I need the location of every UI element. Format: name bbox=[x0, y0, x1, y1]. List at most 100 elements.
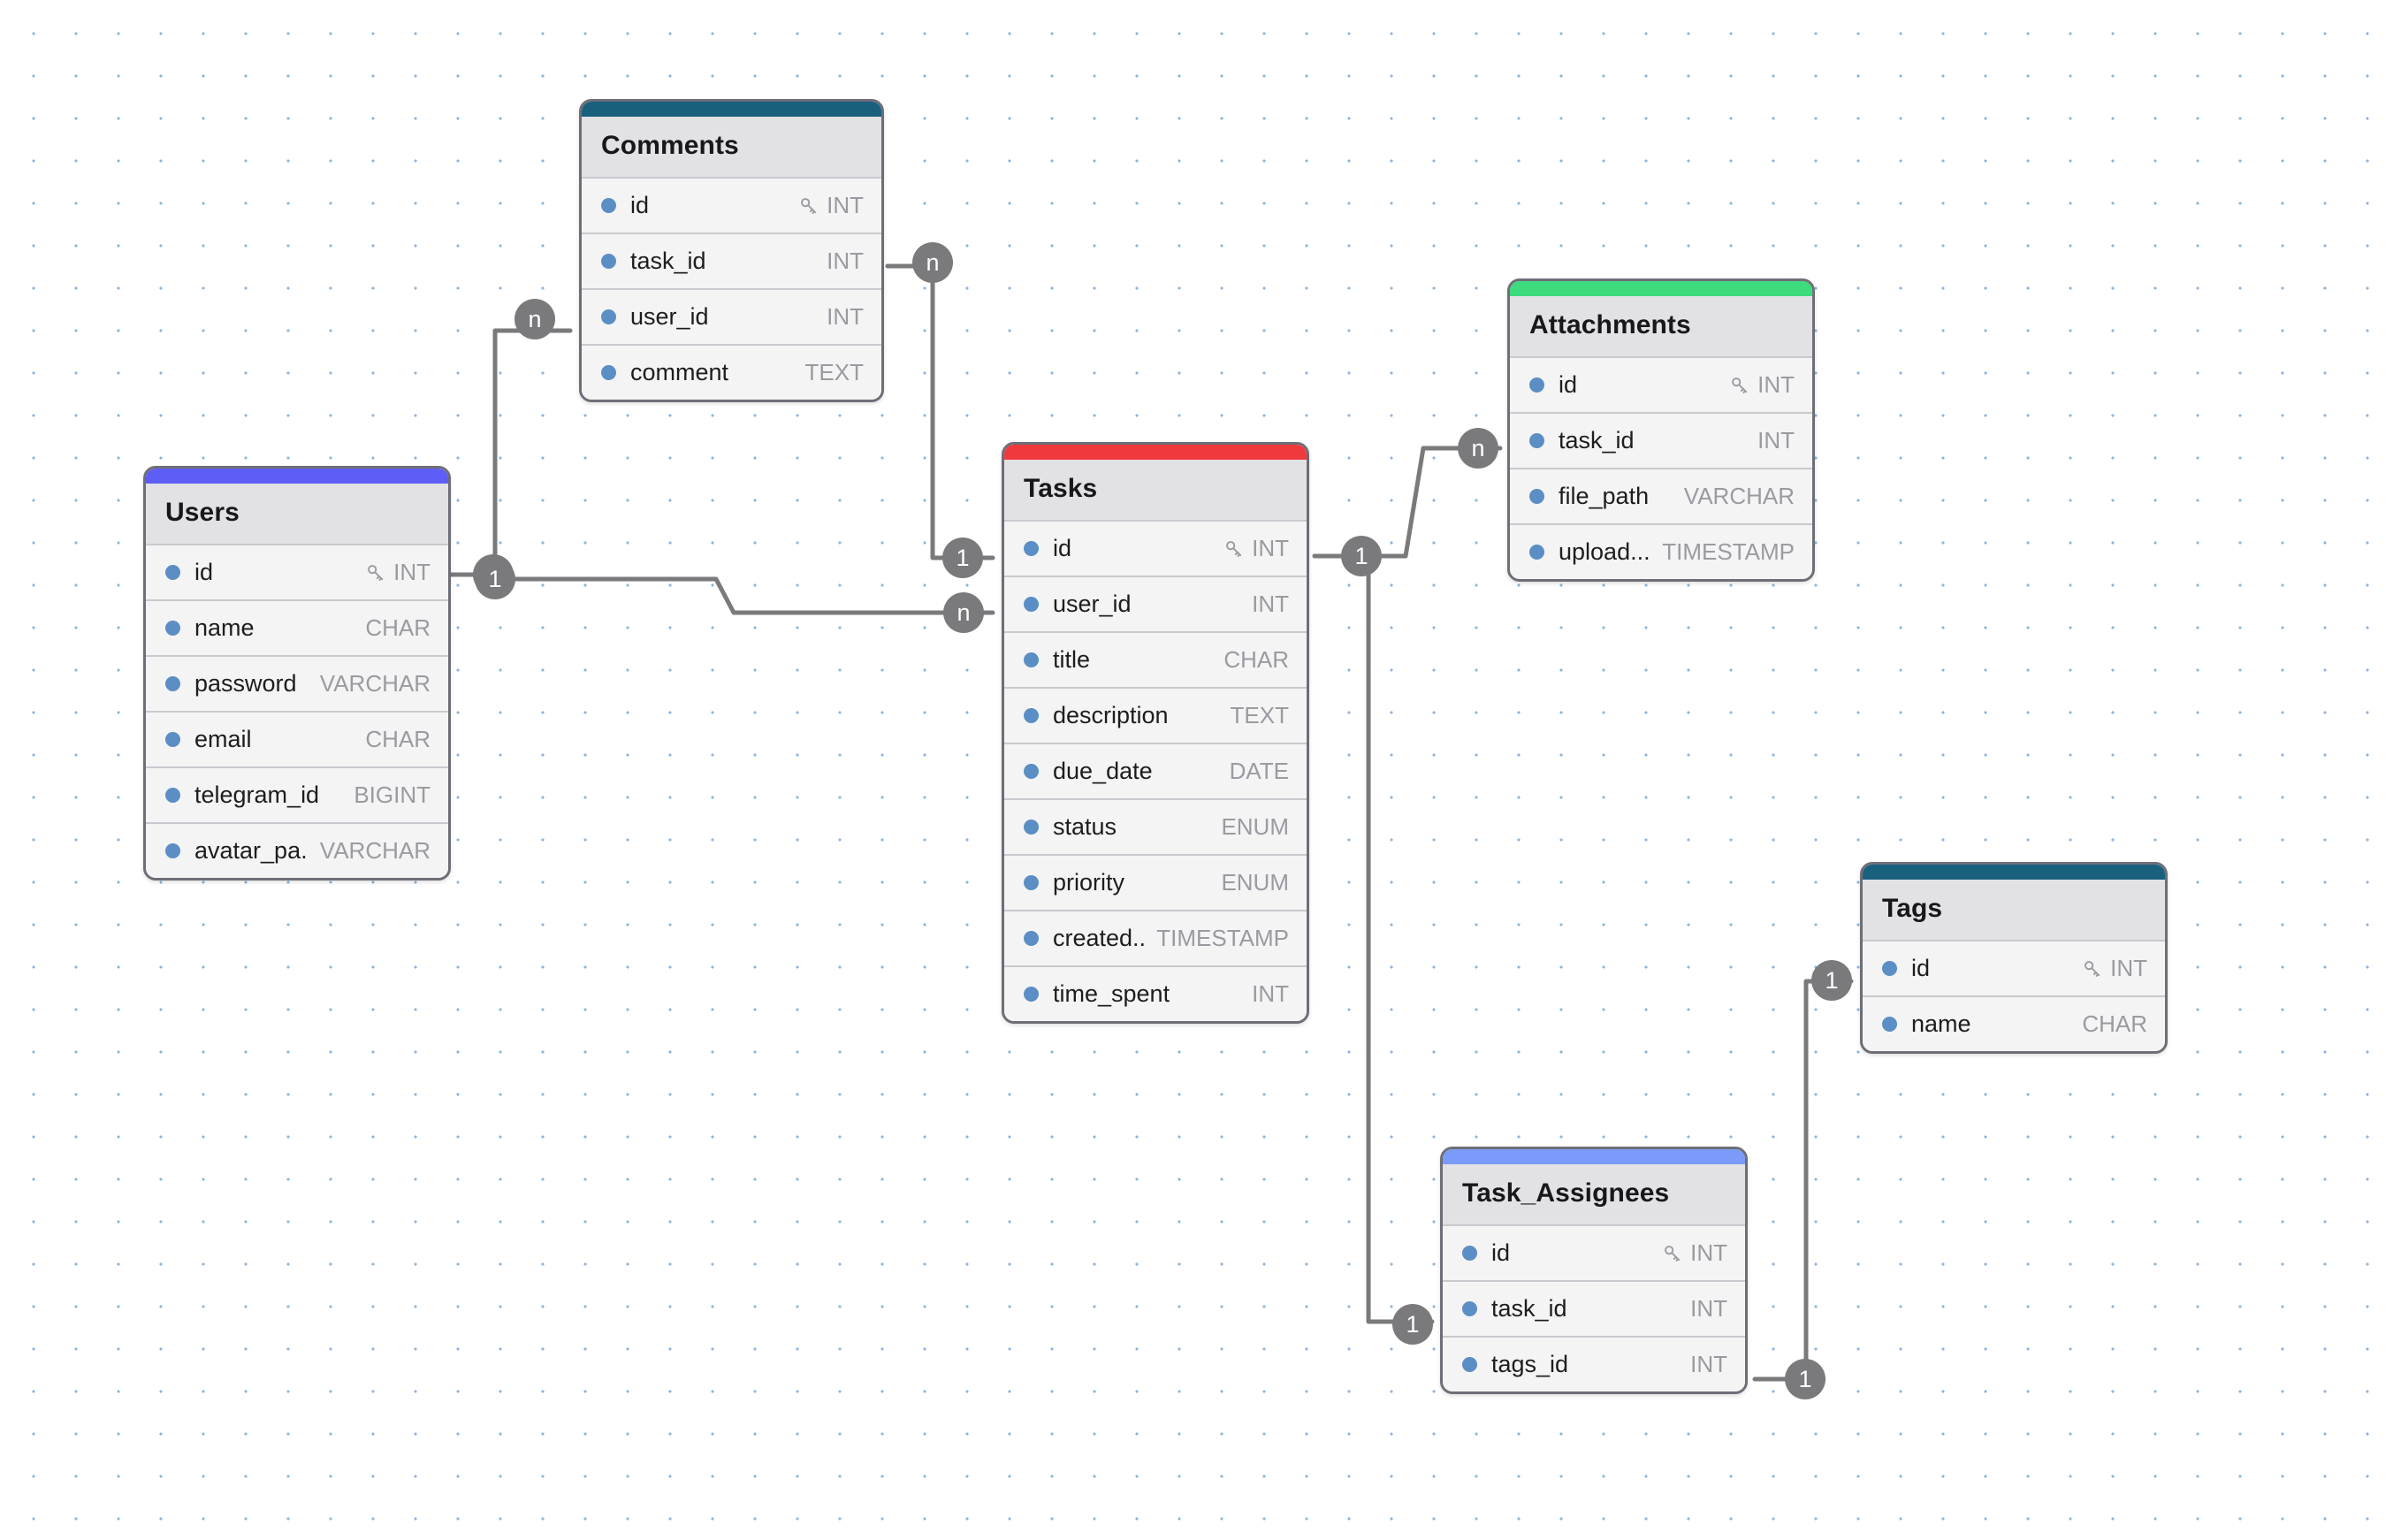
field-meta: TIMESTAMP bbox=[1156, 925, 1289, 952]
field-bullet-icon bbox=[165, 676, 180, 691]
field-row[interactable]: name CHAR bbox=[1863, 995, 2165, 1051]
field-row[interactable]: id INT bbox=[582, 177, 881, 233]
field-bullet-icon bbox=[1024, 708, 1039, 723]
field-meta: CHAR bbox=[1223, 646, 1289, 674]
field-type: INT bbox=[2110, 955, 2147, 981]
field-name: user_id bbox=[630, 303, 709, 330]
field-row[interactable]: avatar_pa...VARCHAR bbox=[146, 822, 448, 878]
field-bullet-icon bbox=[165, 732, 180, 747]
field-row[interactable]: comment TEXT bbox=[582, 344, 881, 400]
primary-key-icon bbox=[1729, 375, 1749, 395]
relationship-edge-users-comments[interactable] bbox=[448, 328, 573, 577]
field-row[interactable]: created...TIMESTAMP bbox=[1004, 910, 1307, 965]
field-type: TEXT bbox=[1230, 702, 1289, 728]
field-meta: CHAR bbox=[2082, 1010, 2147, 1038]
field-name: title bbox=[1053, 646, 1091, 673]
field-row[interactable]: title CHAR bbox=[1004, 631, 1307, 687]
field-bullet-icon bbox=[1024, 875, 1039, 890]
field-name: time_spent bbox=[1053, 980, 1170, 1007]
field-meta: TEXT bbox=[1231, 702, 1289, 729]
field-meta: ENUM bbox=[1221, 869, 1289, 896]
field-bullet-icon bbox=[1024, 987, 1039, 1002]
field-meta: BIGINT bbox=[354, 781, 431, 809]
field-type: INT bbox=[1757, 371, 1795, 398]
field-name: task_id bbox=[630, 248, 706, 274]
field-name: name bbox=[1911, 1010, 1971, 1037]
field-meta: TEXT bbox=[805, 359, 864, 386]
field-name: comment bbox=[630, 359, 729, 385]
field-type: INT bbox=[1690, 1295, 1727, 1322]
field-row[interactable]: priority ENUM bbox=[1004, 854, 1307, 910]
field-meta: TIMESTAMP bbox=[1662, 538, 1795, 566]
cardinality-badge: 1 bbox=[942, 537, 983, 578]
field-bullet-icon bbox=[1024, 597, 1039, 612]
field-name: priority bbox=[1053, 869, 1125, 896]
field-meta: INT bbox=[1690, 1295, 1727, 1323]
field-meta: VARCHAR bbox=[1684, 483, 1795, 510]
field-name: id bbox=[1559, 371, 1578, 398]
field-name: tags_id bbox=[1491, 1351, 1569, 1377]
field-type: INT bbox=[1252, 591, 1289, 617]
primary-key-icon bbox=[2082, 958, 2102, 979]
field-name: id bbox=[1491, 1239, 1511, 1266]
field-meta: INT bbox=[1757, 427, 1795, 454]
field-type: TEXT bbox=[804, 359, 864, 385]
relationship-edge-tags-task_assignees[interactable] bbox=[1752, 979, 1854, 1382]
primary-key-icon bbox=[798, 195, 819, 216]
field-bullet-icon bbox=[165, 788, 180, 803]
field-type: INT bbox=[1252, 535, 1289, 561]
field-type: INT bbox=[393, 559, 431, 585]
field-name: email bbox=[194, 726, 252, 752]
entity-accent-bar bbox=[1863, 865, 2165, 880]
field-row[interactable]: task_id INT bbox=[582, 233, 881, 288]
field-row[interactable]: id INT bbox=[146, 544, 448, 599]
field-row[interactable]: id INT bbox=[1443, 1224, 1745, 1280]
field-bullet-icon bbox=[1529, 489, 1544, 504]
field-type: CHAR bbox=[1223, 646, 1289, 673]
cardinality-badge: 1 bbox=[1811, 960, 1852, 1001]
field-bullet-icon bbox=[1462, 1357, 1477, 1372]
field-meta: DATE bbox=[1230, 758, 1289, 785]
field-type: DATE bbox=[1229, 758, 1289, 784]
entity-title: Comments bbox=[582, 117, 881, 177]
field-meta: CHAR bbox=[365, 726, 431, 753]
primary-key-icon bbox=[1662, 1243, 1682, 1263]
field-meta: INT bbox=[798, 192, 864, 219]
entity-title: Tags bbox=[1863, 880, 2165, 940]
field-row[interactable]: email CHAR bbox=[146, 711, 448, 766]
field-name: id bbox=[194, 559, 214, 585]
field-row[interactable]: upload...TIMESTAMP bbox=[1510, 523, 1812, 579]
field-row[interactable]: id INT bbox=[1510, 356, 1812, 412]
field-type: INT bbox=[827, 248, 864, 274]
field-name: id bbox=[630, 192, 650, 218]
relationship-edge-comments-tasks[interactable] bbox=[885, 263, 995, 560]
relationship-edge-users-tasks[interactable] bbox=[492, 576, 995, 615]
field-meta: INT bbox=[1662, 1239, 1727, 1267]
field-type: TIMESTAMP bbox=[1662, 538, 1795, 565]
relationship-edge-tasks-task_assignees[interactable] bbox=[1366, 563, 1435, 1324]
field-bullet-icon bbox=[1529, 377, 1544, 393]
field-bullet-icon bbox=[165, 843, 180, 858]
